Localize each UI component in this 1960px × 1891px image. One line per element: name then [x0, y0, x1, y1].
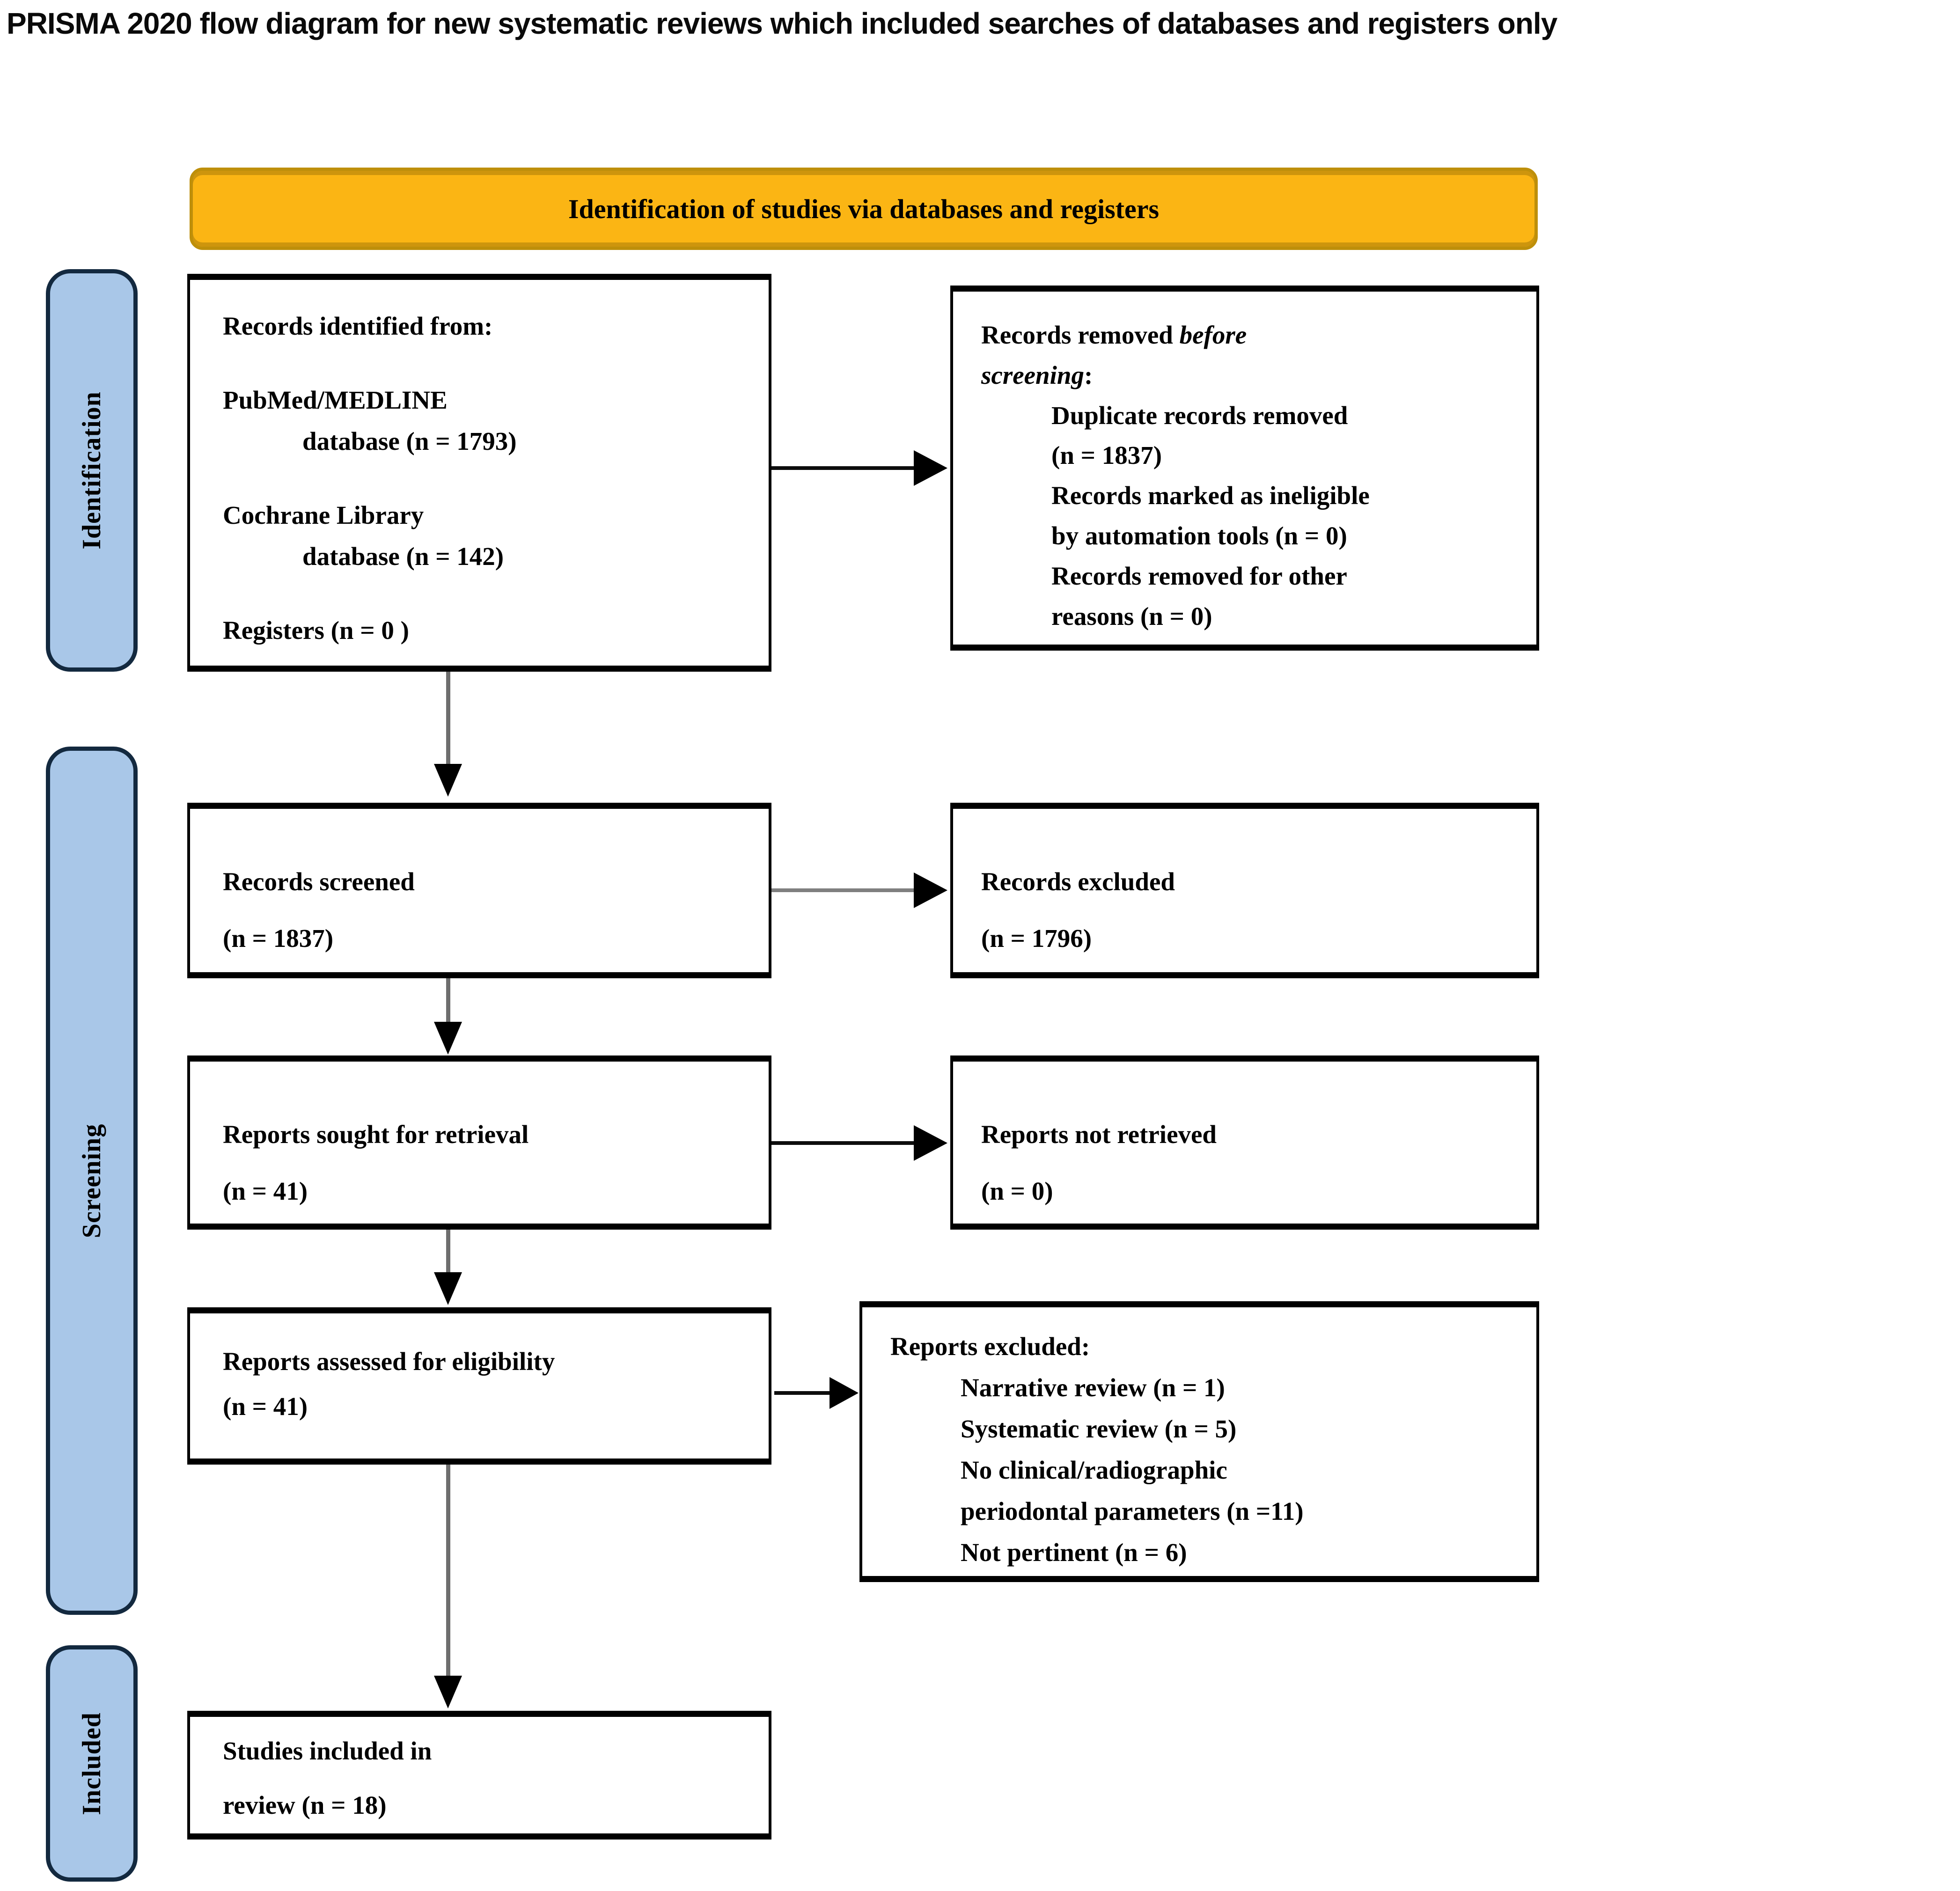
arrow-head-right-icon — [914, 450, 947, 486]
page-title: PRISMA 2020 flow diagram for new systema… — [7, 7, 1557, 40]
arrow-head-right-icon — [914, 872, 947, 908]
box-line: Duplicate records removed — [1051, 401, 1348, 430]
box-records-removed-before-screening: Records removed before screening: Duplic… — [950, 286, 1539, 651]
arrow-head-down-icon — [434, 1022, 462, 1055]
arrow-shaft — [446, 978, 450, 1025]
box-line: Records excluded — [981, 867, 1175, 896]
box-line: No clinical/radiographic — [961, 1456, 1227, 1484]
box-line: periodontal parameters (n =11) — [961, 1497, 1304, 1525]
arrow-shaft — [771, 466, 917, 470]
arrow-shaft — [446, 1465, 450, 1678]
stage-included: Included — [46, 1645, 138, 1882]
arrow-head-down-icon — [434, 1676, 462, 1708]
banner-identification-of-studies: Identification of studies via databases … — [190, 168, 1538, 250]
box-line: (n = 1837) — [1051, 441, 1162, 470]
box-line: database (n = 142) — [302, 542, 504, 571]
stage-screening-label: Screening — [77, 1123, 106, 1238]
arrow-head-down-icon — [434, 764, 462, 797]
box-line: Records removed before — [981, 321, 1247, 349]
box-line: (n = 41) — [223, 1392, 308, 1421]
box-line: Records screened — [223, 867, 415, 896]
box-line: Systematic review (n = 5) — [961, 1415, 1237, 1443]
box-line: (n = 1796) — [981, 924, 1092, 953]
box-records-excluded: Records excluded (n = 1796) — [950, 803, 1539, 978]
stage-identification: Identification — [46, 269, 138, 672]
arrow-head-right-icon — [830, 1377, 859, 1409]
box-line: review (n = 18) — [223, 1790, 387, 1819]
stage-screening: Screening — [46, 747, 138, 1615]
box-line: Cochrane Library — [223, 501, 424, 529]
arrow-head-right-icon — [914, 1125, 947, 1161]
box-reports-not-retrieved: Reports not retrieved (n = 0) — [950, 1055, 1539, 1230]
banner-label: Identification of studies via databases … — [568, 193, 1160, 224]
box-line: Records identified from: — [223, 312, 493, 340]
box-line: Records removed for other — [1051, 561, 1347, 590]
arrow-shaft — [771, 1141, 917, 1145]
box-line: (n = 1837) — [223, 924, 334, 953]
box-line: (n = 0) — [981, 1177, 1053, 1205]
box-line: Narrative review (n = 1) — [961, 1373, 1225, 1402]
arrow-shaft — [446, 1230, 450, 1275]
stage-included-label: Included — [77, 1712, 107, 1815]
box-line: by automation tools (n = 0) — [1051, 521, 1347, 550]
stage-identification-label: Identification — [77, 391, 106, 550]
box-records-identified: Records identified from: PubMed/MEDLINE … — [187, 274, 771, 672]
box-records-screened: Records screened (n = 1837) — [187, 803, 771, 978]
box-line: screening: — [981, 360, 1093, 389]
box-line: database (n = 1793) — [302, 427, 517, 455]
arrow-head-down-icon — [434, 1272, 462, 1305]
box-line: Studies included in — [223, 1737, 432, 1765]
box-line: Reports not retrieved — [981, 1120, 1217, 1149]
box-line: Registers (n = 0 ) — [223, 616, 409, 645]
box-reports-excluded: Reports excluded: Narrative review (n = … — [859, 1301, 1539, 1582]
box-line: Reports sought for retrieval — [223, 1120, 529, 1149]
box-reports-sought: Reports sought for retrieval (n = 41) — [187, 1055, 771, 1230]
box-line: Not pertinent (n = 6) — [961, 1538, 1187, 1567]
arrow-shaft — [771, 888, 917, 892]
arrow-shaft — [774, 1391, 831, 1395]
box-line: Reports excluded: — [890, 1332, 1090, 1361]
box-line: Reports assessed for eligibility — [223, 1347, 555, 1376]
box-reports-assessed: Reports assessed for eligibility (n = 41… — [187, 1307, 771, 1465]
arrow-shaft — [446, 672, 450, 768]
box-line: Records marked as ineligible — [1051, 481, 1370, 510]
box-line: (n = 41) — [223, 1177, 308, 1205]
box-studies-included: Studies included in review (n = 18) — [187, 1711, 771, 1840]
box-line: reasons (n = 0) — [1051, 601, 1212, 630]
box-line: PubMed/MEDLINE — [223, 386, 448, 414]
